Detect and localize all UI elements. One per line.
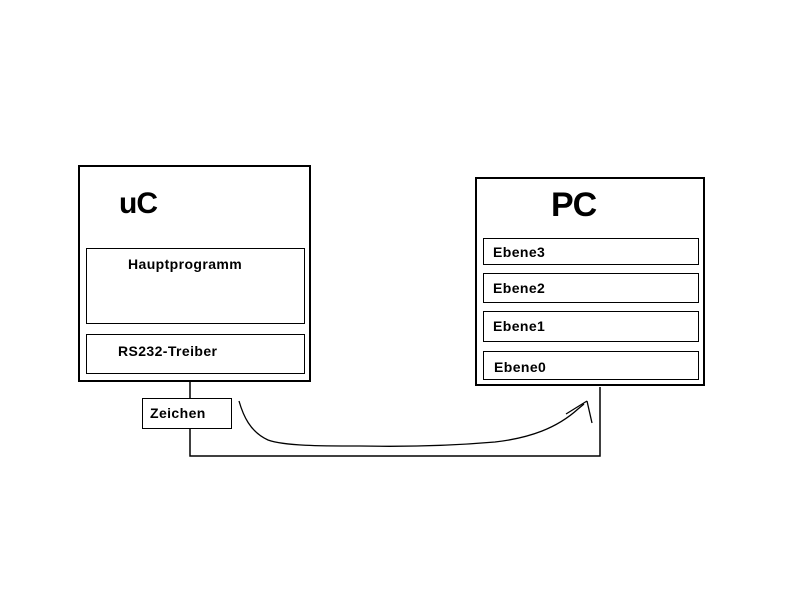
- uc-title: uC: [119, 187, 158, 220]
- ebene3-label: Ebene3: [493, 244, 546, 260]
- ebene1-block: Ebene1: [483, 311, 699, 342]
- pc-title: PC: [551, 186, 597, 224]
- hauptprogramm-block: Hauptprogramm: [86, 248, 305, 324]
- zeichen-box: Zeichen: [142, 398, 232, 429]
- rs232-treiber-label: RS232-Treiber: [118, 343, 218, 359]
- ebene0-block: Ebene0: [483, 351, 699, 380]
- ebene2-block: Ebene2: [483, 273, 699, 303]
- zeichen-label: Zeichen: [150, 405, 206, 421]
- ebene0-label: Ebene0: [494, 359, 547, 375]
- ebene2-label: Ebene2: [493, 280, 546, 296]
- ebene1-label: Ebene1: [493, 318, 546, 334]
- ebene3-block: Ebene3: [483, 238, 699, 265]
- uc-zeichen-pc-connector-line: [189, 382, 601, 457]
- arrowhead-icon: [565, 400, 593, 424]
- rs232-treiber-block: RS232-Treiber: [86, 334, 305, 374]
- data-flow-curve: [238, 400, 585, 447]
- hauptprogramm-label: Hauptprogramm: [128, 256, 243, 272]
